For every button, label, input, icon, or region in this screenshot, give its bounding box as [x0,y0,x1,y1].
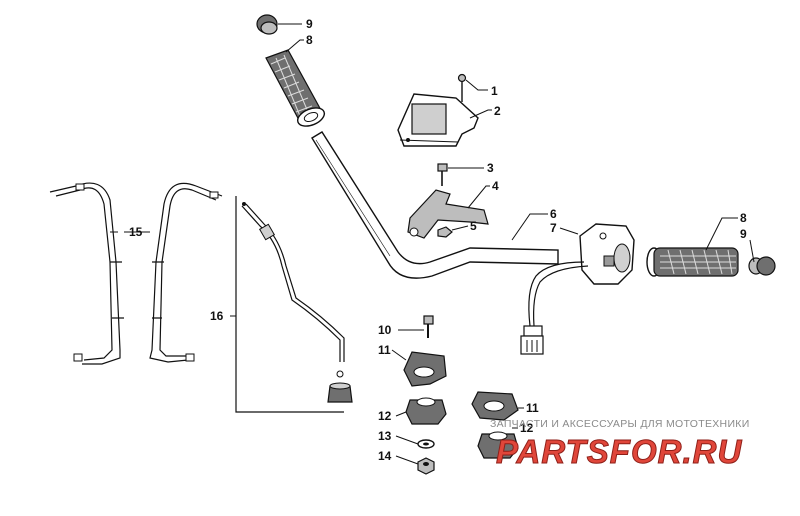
clamp-nut [417,457,435,475]
callout-9-right: 9 [740,227,747,241]
callout-8-right: 8 [740,211,747,225]
callout-14: 14 [378,449,392,463]
throttle-cable [235,196,353,413]
left-grip [265,49,326,127]
callout-15: 15 [129,225,143,239]
callout-7: 7 [550,221,557,235]
callout-8-left: 8 [306,33,313,47]
handlebar [311,131,559,279]
lower-clamp-left [405,397,447,425]
callout-5: 5 [470,219,477,233]
callout-16: 16 [210,309,224,323]
callout-9-left: 9 [306,17,313,31]
clamp-bolt [423,315,434,338]
lower-clamp-right [477,431,519,459]
instrument-housing [397,93,479,147]
washer [417,439,435,449]
left-grip-end-cap [256,14,278,35]
callouts: 9 8 1 2 3 4 5 6 7 8 9 15 16 10 11 12 13 … [129,17,747,463]
mounting-bracket [407,189,489,239]
callout-13: 13 [378,429,392,443]
bracket-bolt [437,163,448,186]
watermark: ЗАПЧАСТИ И АКСЕССУАРЫ ДЛЯ МОТОТЕХНИКИ PA… [490,418,750,471]
right-grip [646,247,739,277]
upper-clamp-left [403,351,447,387]
bracket-nut [437,226,453,238]
callout-1: 1 [491,84,498,98]
callout-3: 3 [487,161,494,175]
callout-11-left: 11 [378,343,391,357]
callout-6: 6 [550,207,557,221]
upper-clamp-right [471,391,519,421]
callout-10: 10 [378,323,392,337]
callout-2: 2 [494,104,501,118]
callout-11-right: 11 [526,401,539,415]
housing-screw [457,73,467,102]
right-grip-end-cap [748,256,776,276]
handlebar-harnesses [49,182,223,365]
leader-lines [110,23,755,465]
callout-12-right: 12 [520,421,534,435]
callout-4: 4 [492,179,499,193]
watermark-tagline: ЗАПЧАСТИ И АКСЕССУАРЫ ДЛЯ МОТОТЕХНИКИ [490,418,750,430]
callout-12-left: 12 [378,409,392,423]
watermark-logo: PARTSFOR.RU [496,433,742,470]
switch-housing [520,223,635,355]
